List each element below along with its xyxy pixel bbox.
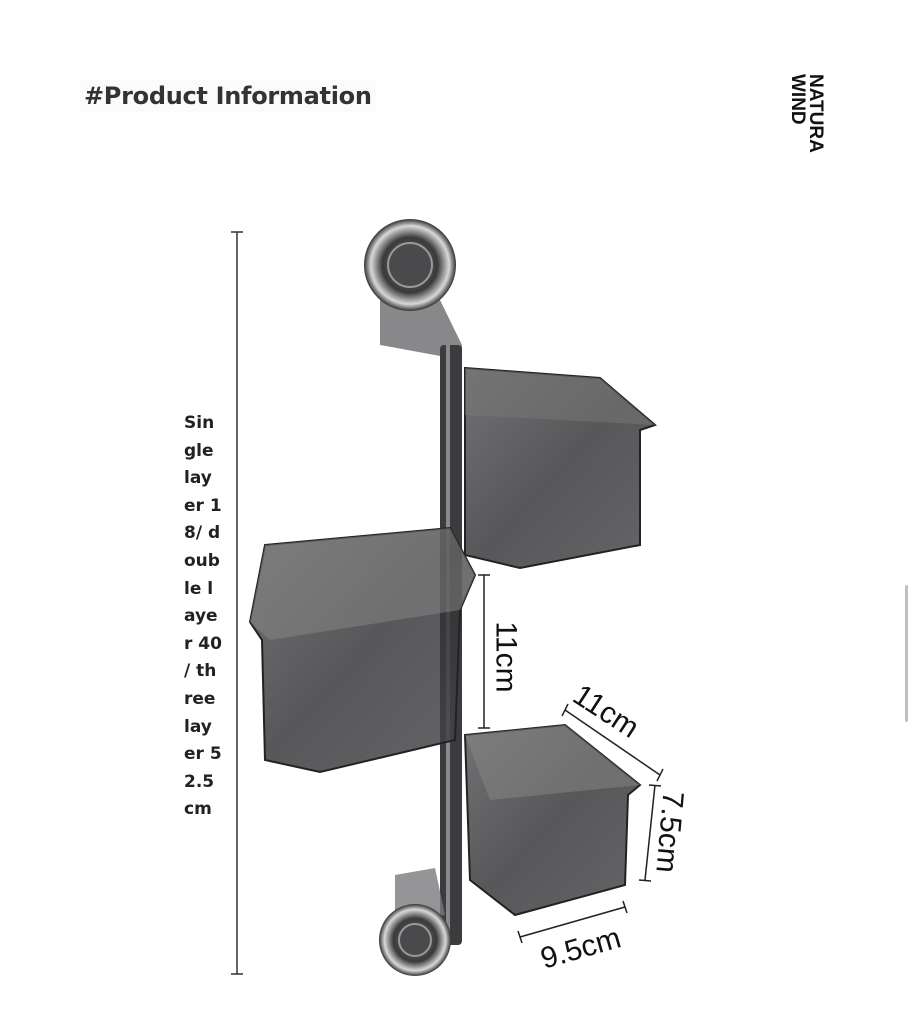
height-text-line: / th (184, 661, 217, 682)
basket-middle (248, 526, 477, 774)
height-text-line: aye (184, 606, 218, 627)
height-text-line: 8/ d (184, 523, 221, 544)
height-text-line: gle (184, 440, 214, 461)
basket-bottom (463, 723, 642, 917)
height-text-line: ree (184, 688, 216, 709)
product-information-heading: #Product Information (80, 80, 376, 112)
height-text-line: Sin (184, 413, 215, 433)
basket-height-label: 11cm (489, 621, 523, 693)
basket-top (464, 366, 657, 570)
height-text-line: 2.5 (184, 771, 215, 792)
scrollbar[interactable] (905, 585, 908, 722)
height-text-line: er 1 (184, 495, 222, 516)
height-text-line: le l (184, 578, 214, 599)
top-bracket (380, 300, 462, 360)
height-text-line: oub (184, 550, 220, 571)
total-height-dimension-line (231, 231, 243, 975)
height-text-line: r 40 (184, 633, 222, 654)
basket-side-label: 7.5cm (649, 789, 690, 875)
height-text-line: er 5 (184, 744, 222, 765)
total-height-label: Sin gle lay er 1 8/ d oub le l aye r 40 … (184, 410, 222, 824)
height-text-line: lay (184, 468, 212, 489)
height-text-line: lay (184, 716, 212, 737)
dimension-lines (478, 574, 664, 944)
height-text-line: cm (184, 799, 212, 820)
